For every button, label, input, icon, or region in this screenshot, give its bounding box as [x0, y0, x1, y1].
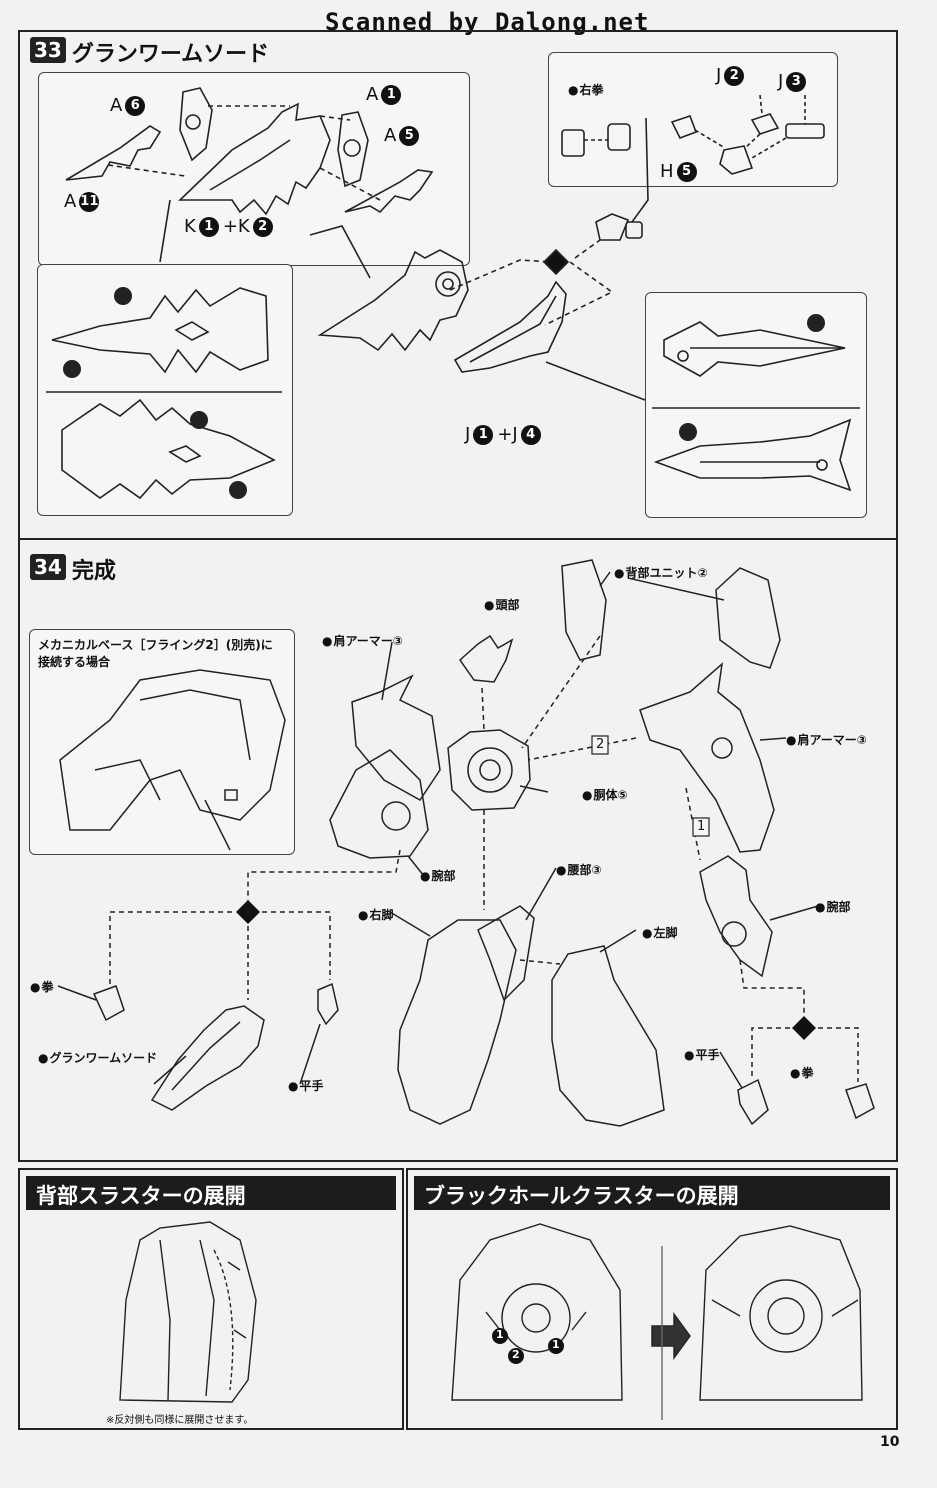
sword-detail-panel: [37, 264, 293, 516]
diamond-marker: [542, 248, 570, 276]
diamond-marker-left: [236, 900, 260, 924]
right-leg-part: [397, 919, 517, 1125]
back-unit-right: [715, 567, 781, 669]
page-number: 10: [880, 1434, 900, 1450]
label-open-hand-left: 平手: [288, 1077, 323, 1094]
step33-title: グランワームソード: [71, 42, 270, 67]
label-open-hand-right: 平手: [684, 1046, 719, 1063]
torso-part: [447, 729, 531, 811]
sticker-icon: [114, 287, 132, 305]
thruster-robot: [119, 1221, 257, 1403]
shoulder-armor-left: [351, 674, 441, 801]
blackhole-after: [699, 1225, 863, 1401]
label-head: 頭部: [484, 596, 519, 613]
open-hand-left-part: [317, 982, 339, 1026]
inset-caption: メカニカルベース［フライング2］(別売)に 接続する場合: [38, 637, 273, 671]
box-step-2: 2: [596, 737, 605, 752]
diamond-marker-right: [792, 1016, 816, 1040]
waist-part: [477, 905, 535, 1002]
part-k1-k2: [178, 102, 331, 216]
fist-right-part: [845, 1083, 875, 1120]
part-a5: [344, 169, 434, 214]
blade-detail-panel: [645, 292, 867, 518]
sticker-icon: [229, 481, 247, 499]
inset-robot: [59, 669, 286, 831]
part-a11: [65, 125, 162, 181]
label-sword: グランワームソード: [38, 1049, 157, 1066]
box-step-1: 1: [697, 819, 706, 834]
label-arm-left: 腕部: [420, 867, 455, 884]
sticker-icon: [807, 314, 825, 332]
blackhole-step-1a: 1: [496, 1328, 504, 1341]
label-waist: 腰部③: [556, 861, 601, 878]
thruster-section-frame: [18, 1168, 404, 1430]
label-arm-right: 腕部: [815, 898, 850, 915]
step33-lineart: [46, 87, 860, 500]
sword-detail-bottom: [61, 398, 276, 500]
step33-number: 33: [30, 36, 66, 63]
label-back-unit: 背部ユニット②: [614, 564, 707, 581]
sticker-icon: [679, 423, 697, 441]
transition-arrow: [651, 1311, 691, 1361]
label-right-fist: 右拳: [568, 81, 603, 98]
step34-lineart: [57, 559, 875, 1127]
head-part: [459, 634, 514, 683]
blade-detail-top: [663, 321, 846, 377]
step34-number: 34: [30, 553, 66, 580]
sword-part: [150, 1005, 265, 1111]
blackhole-step-2: 2: [512, 1348, 520, 1361]
inset-caption-line1: メカニカルベース［フライング2］(別売)に: [38, 638, 273, 652]
fist-left-part: [92, 985, 125, 1022]
sword-assembly-panel: [38, 72, 470, 266]
arm-left: [329, 749, 429, 859]
blackhole-before: [451, 1223, 623, 1401]
right-fist-part: [561, 129, 585, 157]
arm-right: [699, 855, 773, 978]
thruster-section-title: 背部スラスターの展開: [26, 1176, 396, 1210]
assembled-sword-sheath: [453, 280, 567, 373]
back-unit-left: [561, 559, 607, 661]
blackhole-step-1b: 1: [552, 1338, 560, 1351]
label-fist-left: 拳: [30, 978, 53, 995]
sticker-icon: [63, 360, 81, 378]
step34-frame: [18, 540, 898, 1162]
part-a1: [337, 111, 369, 188]
bottom-lineart: [119, 1221, 863, 1420]
label-left-leg: 左脚: [642, 924, 677, 941]
label-right-leg: 右脚: [358, 906, 393, 923]
inset-caption-line2: 接続する場合: [38, 655, 111, 669]
label-torso: 胴体⑤: [582, 786, 627, 803]
label-shoulder-right: 肩アーマー③: [786, 731, 866, 748]
sticker-icon: [190, 411, 208, 429]
blackhole-section-title: ブラックホールクラスターの展開: [414, 1176, 890, 1210]
blackhole-section-frame: [406, 1168, 898, 1430]
blade-detail-bottom: [653, 418, 852, 492]
left-leg-part: [551, 945, 665, 1127]
step34-title: 完成: [71, 559, 116, 584]
open-hand-right-part: [737, 1078, 769, 1126]
shoulder-armor-right: [639, 662, 775, 853]
flying-base-inset: [29, 629, 295, 855]
label-fist-right: 拳: [790, 1064, 813, 1081]
step33-frame: [18, 30, 898, 540]
label-shoulder-left: 肩アーマー③: [322, 632, 402, 649]
assembled-sword-front: [317, 249, 469, 352]
part-a6: [179, 87, 213, 162]
sword-detail-top: [51, 287, 269, 374]
thruster-note: ※反対側も同様に展開させます。: [106, 1415, 254, 1426]
